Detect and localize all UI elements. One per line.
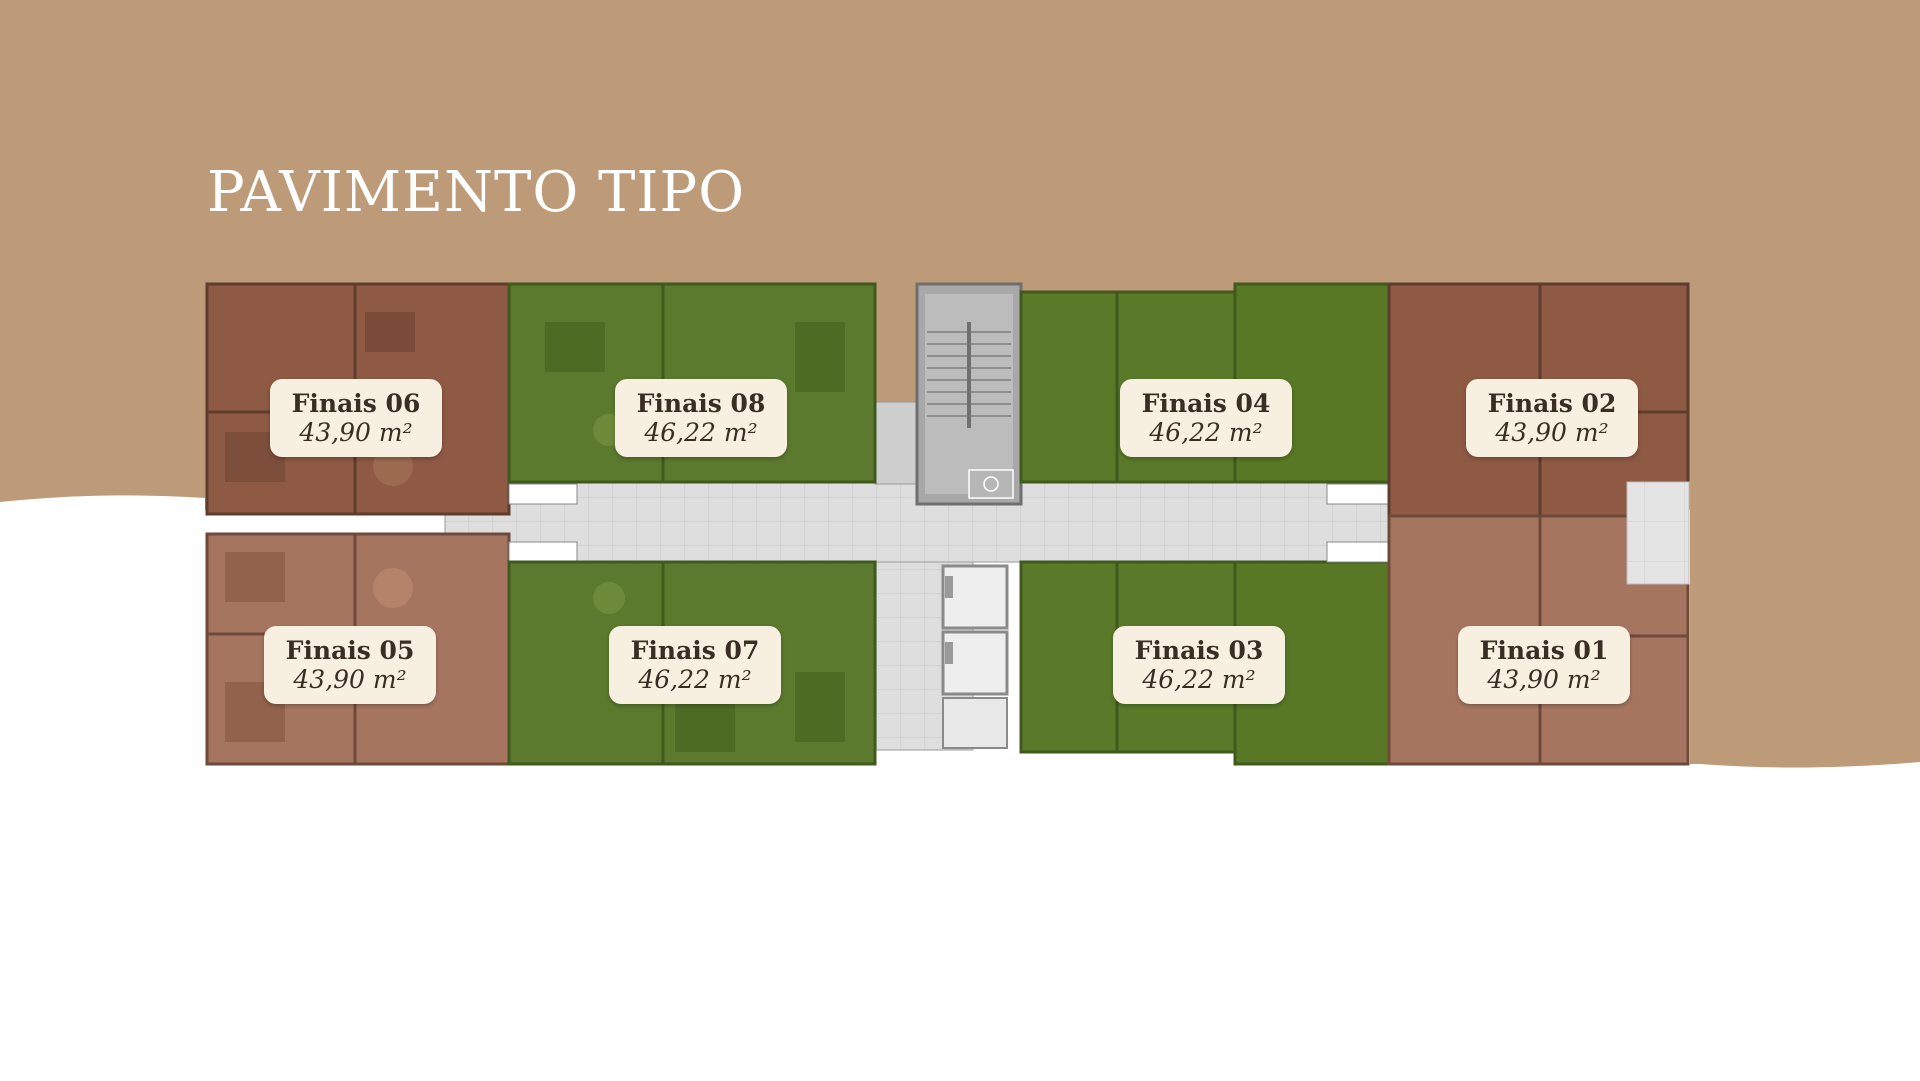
page-title: PAVIMENTO TIPO <box>207 160 746 225</box>
unit-name: Finais 05 <box>285 636 415 665</box>
unit-name: Finais 02 <box>1487 389 1617 418</box>
unit-area: 43,90 m² <box>299 418 413 447</box>
unit-area: 43,90 m² <box>1487 665 1601 694</box>
unit-label-01: Finais 01 43,90 m² <box>1458 626 1630 704</box>
unit-name: Finais 07 <box>630 636 760 665</box>
unit-label-03: Finais 03 46,22 m² <box>1113 626 1285 704</box>
unit-area: 46,22 m² <box>644 418 758 447</box>
unit-area: 46,22 m² <box>1149 418 1263 447</box>
unit-name: Finais 08 <box>636 389 766 418</box>
unit-name: Finais 01 <box>1479 636 1609 665</box>
stairs-icon <box>927 322 1011 428</box>
unit-name: Finais 04 <box>1141 389 1271 418</box>
unit-area: 43,90 m² <box>1495 418 1609 447</box>
unit-02 <box>1387 282 1690 518</box>
unit-area: 46,22 m² <box>638 665 752 694</box>
unit-label-05: Finais 05 43,90 m² <box>264 626 436 704</box>
unit-name: Finais 06 <box>291 389 421 418</box>
unit-label-06: Finais 06 43,90 m² <box>270 379 442 457</box>
unit-name: Finais 03 <box>1134 636 1264 665</box>
unit-label-07: Finais 07 46,22 m² <box>609 626 781 704</box>
unit-area: 46,22 m² <box>1142 665 1256 694</box>
elevator-icon <box>941 564 1009 749</box>
unit-label-08: Finais 08 46,22 m² <box>615 379 787 457</box>
east-terrace <box>1626 481 1690 585</box>
unit-label-04: Finais 04 46,22 m² <box>1120 379 1292 457</box>
accessibility-icon <box>968 469 1014 499</box>
hall-north <box>874 401 918 485</box>
unit-area: 43,90 m² <box>293 665 407 694</box>
stair-core <box>915 282 1023 506</box>
unit-label-02: Finais 02 43,90 m² <box>1466 379 1638 457</box>
